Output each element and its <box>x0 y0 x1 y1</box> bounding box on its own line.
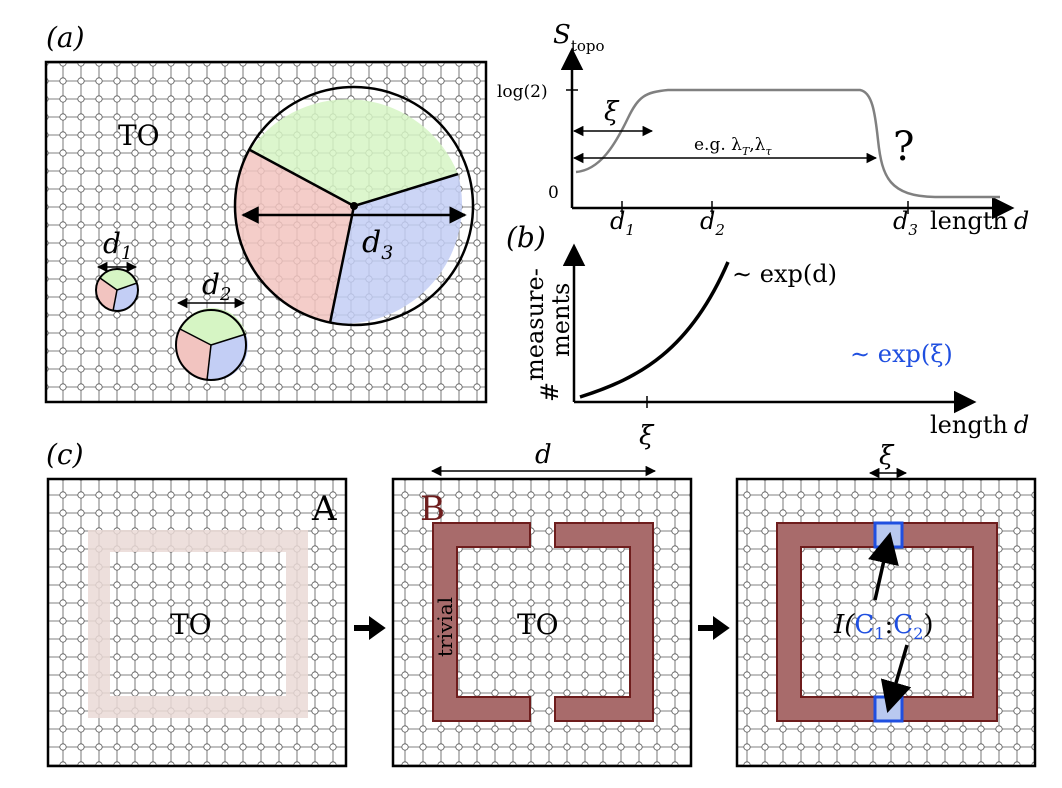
width-label-d: d <box>535 440 552 470</box>
panel-a-label: (a) <box>46 21 85 54</box>
mutual-info-label: I(C1:C2) <box>833 610 934 643</box>
cut-region-C2 <box>873 695 904 723</box>
exp-d-curve <box>579 261 730 399</box>
center-label-B: TO <box>517 608 559 641</box>
meas-ylabel-line2: ments <box>547 283 575 357</box>
panel-a: (a) TO d3 d1 <box>44 21 488 404</box>
side-label-trivial: trivial <box>433 597 457 657</box>
panel-b-label: (b) <box>506 221 546 254</box>
disk-d3: d3 <box>233 85 475 327</box>
frame-C <box>776 522 998 722</box>
eg-label: e.g. λT,λτ <box>694 135 772 158</box>
panel-a-plot: Stopo log(2) 0 ξ e.g. λT,λτ ? d1 d2 d3 l… <box>497 20 1029 239</box>
disk-d2: d2 <box>175 268 248 381</box>
exp-xi-label: ∼ exp(ξ) <box>850 340 953 368</box>
xtick-d3: d3 <box>893 207 918 239</box>
step-arrow-2 <box>698 616 730 640</box>
meas-ylabel-hash: # <box>536 382 564 402</box>
stopo-ytick-zero: 0 <box>548 183 559 203</box>
panel-c: (c) A TO B TO trivial d <box>46 438 1037 768</box>
disk-d2-label: d2 <box>202 268 231 305</box>
xtick-d1: d1 <box>610 207 635 239</box>
exp-d-label: ∼ exp(d) <box>732 260 837 288</box>
center-label-A: TO <box>170 608 212 641</box>
mi-arrow-up <box>868 531 899 601</box>
faint-region-A <box>88 530 308 718</box>
xi-label: ξ <box>604 97 620 127</box>
xtick-d2: d2 <box>700 207 725 239</box>
lattice-a-border <box>44 60 488 404</box>
panel-c-label: (c) <box>46 438 84 471</box>
mi-arrow-down <box>880 644 912 714</box>
stopo-ytick-log2: log(2) <box>497 82 548 102</box>
region-label-to: TO <box>118 119 160 152</box>
lattice-c-C: ξ I(C1:C2) <box>735 441 1037 768</box>
stopo-curve <box>575 88 1000 199</box>
lattice-c-A: A TO <box>46 477 348 768</box>
lattice-c-B: B TO trivial d <box>391 440 693 768</box>
xi-label-c: ξ <box>879 441 895 471</box>
meas-xtick-xi: ξ <box>639 421 655 451</box>
corner-label-A: A <box>311 489 337 529</box>
corner-label-B: B <box>420 489 445 529</box>
stopo-ylabel: Stopo <box>553 20 605 55</box>
meas-ylabel-line1: measure- <box>521 268 549 381</box>
disk-d3-label: d3 <box>362 225 393 264</box>
panel-b: (b) # measure- ments ∼ exp(d) ∼ exp(ξ) ξ… <box>506 221 1029 451</box>
bracket-right-B <box>554 522 654 722</box>
disk-d1-label: d1 <box>103 227 132 264</box>
step-arrow-1 <box>354 616 386 640</box>
disk-d1: d1 <box>95 227 139 312</box>
question-mark: ? <box>893 124 914 170</box>
bracket-left-B <box>432 522 531 722</box>
